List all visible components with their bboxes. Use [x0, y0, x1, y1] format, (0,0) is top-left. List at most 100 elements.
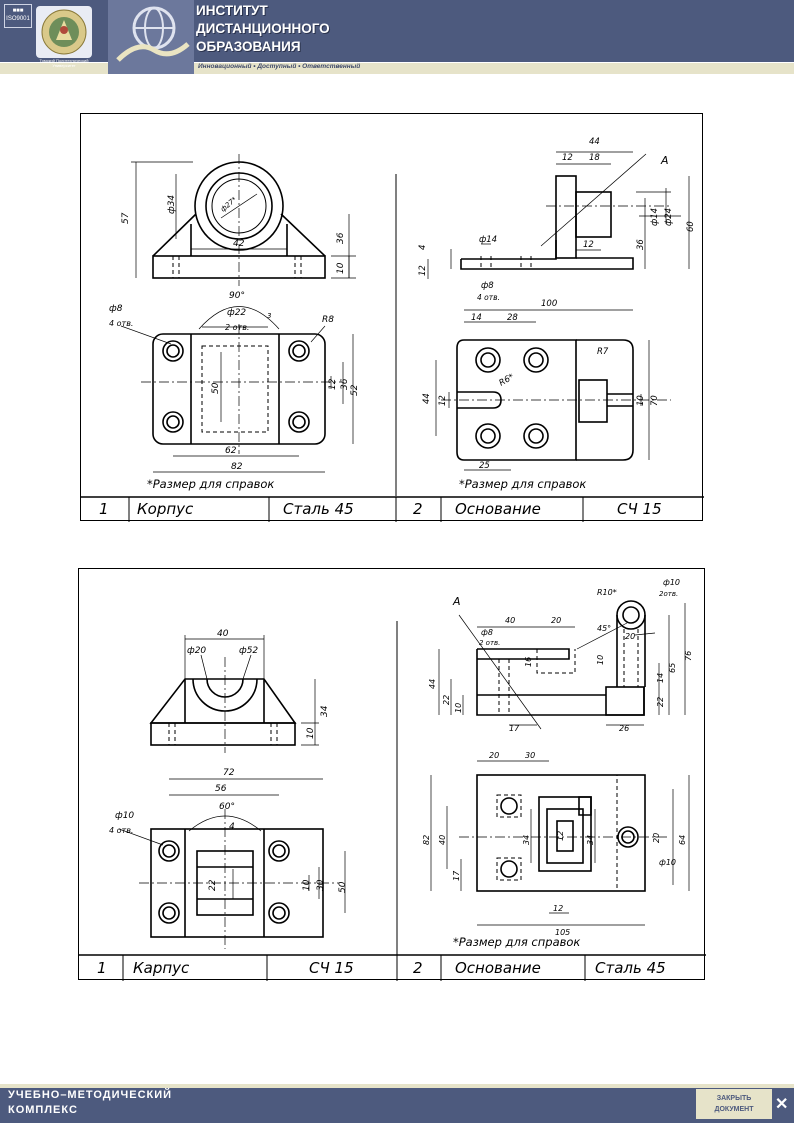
- drawing-sheet-2: 40 ф20 ф52 34 10 72 56 60° 4 ф10 4 отв. …: [78, 568, 706, 981]
- dim-text: ф52: [239, 646, 258, 656]
- dim-text: 82: [231, 462, 243, 472]
- part-name: Карпус: [133, 959, 190, 977]
- dim-text: 82: [422, 835, 431, 845]
- header-stripe: [0, 62, 794, 74]
- dim-text: 52: [350, 384, 360, 396]
- dim-text: 70: [650, 395, 660, 406]
- dim-text: ф10: [115, 811, 134, 821]
- dim-text: 105: [555, 928, 570, 937]
- dim-text: ф24: [664, 208, 674, 226]
- dim-text: 65: [668, 663, 677, 673]
- dim-text: 3: [267, 312, 271, 320]
- dim-text: A: [660, 154, 669, 167]
- dim-text: 34: [320, 705, 330, 717]
- title-line-3: ОБРАЗОВАНИЯ: [196, 39, 301, 54]
- dim-text: 42: [233, 239, 245, 249]
- dim-text: A: [452, 595, 461, 608]
- dim-text: 12: [556, 831, 565, 841]
- dim-text: 44: [428, 679, 437, 689]
- dim-text: 17: [452, 870, 461, 881]
- dim-text: 10: [306, 727, 316, 739]
- footer-stripe: [0, 1084, 794, 1088]
- dim-text: R10*: [597, 588, 617, 597]
- reference-note: *Размер для справок: [459, 477, 587, 491]
- dim-text: 12: [562, 153, 573, 163]
- part-material: Сталь 45: [283, 500, 354, 518]
- dim-text: 20: [652, 833, 661, 843]
- part-name: Основание: [455, 959, 541, 977]
- close-icon[interactable]: ✕: [775, 1096, 789, 1113]
- reference-note: *Размер для справок: [147, 477, 275, 491]
- dim-text: 12: [438, 395, 448, 406]
- dim-text: 36: [636, 239, 646, 250]
- iso-badge: ■■■ISO9001: [4, 4, 32, 28]
- dim-text: 36: [336, 232, 346, 244]
- dim-text: ф14: [479, 235, 497, 245]
- dim-text: 36: [340, 378, 350, 390]
- dim-text: 4: [229, 822, 235, 832]
- dim-text: 56: [215, 784, 227, 794]
- part-number: 2: [413, 959, 423, 977]
- dim-text: 76: [684, 651, 693, 661]
- dim-text: 20: [489, 751, 499, 760]
- dim-text: 45°: [597, 624, 611, 633]
- dim-text: 2 отв.: [225, 323, 249, 332]
- dim-text: 62: [225, 446, 237, 456]
- dim-text: 16: [524, 657, 533, 667]
- drawing-sheet-1: 57 ф34 ф27* 42 36 10 90° ф22 ф8 4 отв. 2…: [80, 113, 704, 522]
- university-crest-icon: [36, 6, 92, 58]
- dim-text: ф27*: [219, 195, 239, 213]
- dim-text: 72: [223, 768, 235, 778]
- dim-text: 22: [208, 879, 218, 891]
- dim-text: 22: [442, 695, 451, 705]
- dim-text: 30: [316, 879, 326, 891]
- part-material: СЧ 15: [617, 500, 662, 518]
- dim-text: 34: [522, 835, 531, 845]
- dim-text: ф10: [659, 858, 676, 867]
- dim-text: 40: [505, 616, 515, 625]
- university-name: Томский Политехнический Университет: [39, 58, 89, 68]
- dim-text: 64: [678, 835, 687, 845]
- part-number: 2: [413, 500, 423, 518]
- dim-text: 44: [422, 393, 432, 404]
- dim-text: 20: [625, 632, 635, 641]
- dim-text: 10: [336, 262, 346, 274]
- dim-text: 12: [553, 904, 563, 913]
- dim-text: 22: [656, 697, 665, 707]
- dim-text: 40: [217, 629, 229, 639]
- dim-text: 2 отв.: [479, 639, 500, 647]
- part-number: 1: [97, 959, 107, 977]
- dim-text: R6*: [498, 372, 516, 388]
- dim-text: 28: [507, 313, 518, 323]
- part-material: Сталь 45: [595, 959, 666, 977]
- close-label-1: ЗАКРЫТЬ: [716, 1095, 752, 1102]
- dim-text: 44: [589, 137, 600, 147]
- dim-text: 26: [619, 724, 629, 733]
- footer-title-line-2: КОМПЛЕКС: [8, 1104, 78, 1116]
- close-label-2: ДОКУМЕНТ: [714, 1106, 754, 1113]
- dim-text: ф8: [481, 628, 493, 637]
- header-subtitle: Инновационный • Доступный • Ответственны…: [198, 63, 361, 70]
- dim-text: 4 отв.: [477, 293, 500, 302]
- dim-text: 30: [525, 751, 535, 760]
- dim-text: 34: [586, 835, 595, 845]
- dim-text: 25: [479, 461, 490, 471]
- dim-text: 18: [589, 153, 600, 163]
- dim-text: 20: [551, 616, 561, 625]
- part-material: СЧ 15: [309, 959, 354, 977]
- dim-text: 60°: [219, 802, 235, 812]
- close-document-button[interactable]: ЗАКРЫТЬ ДОКУМЕНТ: [696, 1089, 772, 1119]
- drawing-sheet-1-graphics: 57 ф34 ф27* 42 36 10 90° ф22 ф8 4 отв. 2…: [81, 137, 704, 522]
- dim-text: ф22: [227, 308, 246, 318]
- title-line-1: ИНСТИТУТ: [196, 3, 268, 18]
- dim-text: 12: [418, 265, 428, 276]
- dim-text: 2отв.: [659, 590, 678, 598]
- dim-text: ф8: [481, 281, 494, 291]
- dim-text: 12: [328, 378, 338, 390]
- drawing-sheet-2-graphics: 40 ф20 ф52 34 10 72 56 60° 4 ф10 4 отв. …: [79, 578, 706, 981]
- dim-text: ф20: [187, 646, 206, 656]
- header-title: ИНСТИТУТ ДИСТАНЦИОННОГО ОБРАЗОВАНИЯ: [196, 2, 330, 56]
- dim-text: 10: [454, 703, 463, 713]
- dim-text: 50: [211, 382, 221, 394]
